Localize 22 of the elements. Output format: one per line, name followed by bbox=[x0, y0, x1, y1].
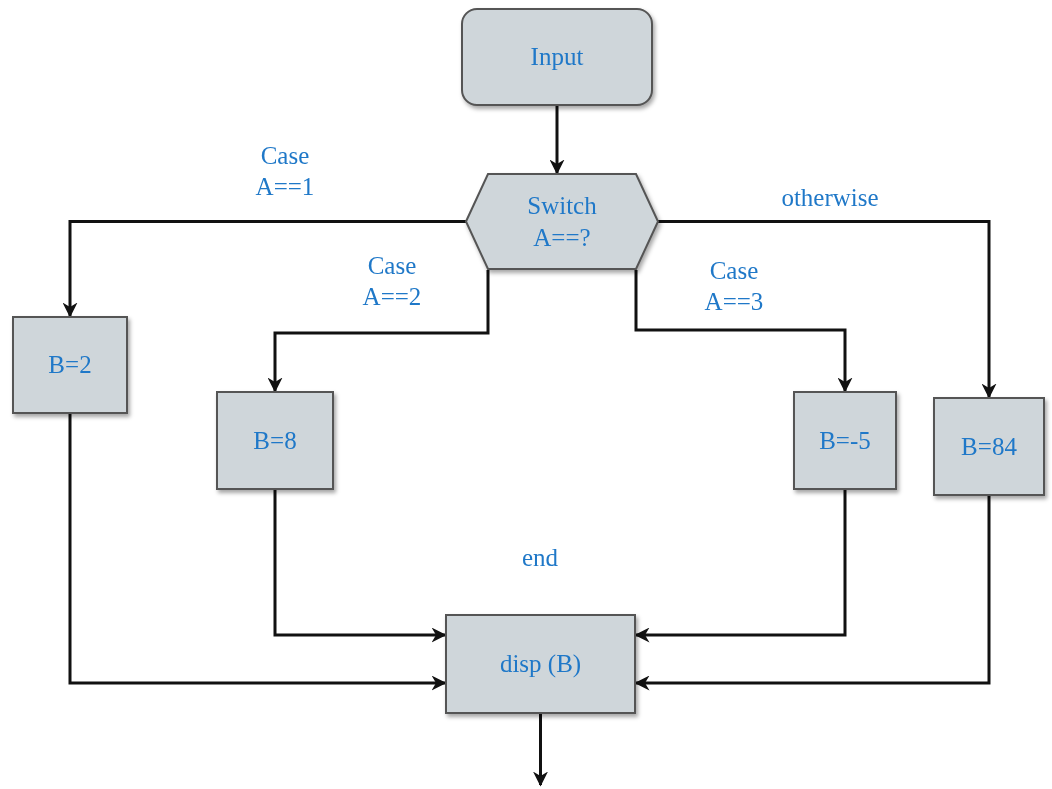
node-label: B=84 bbox=[961, 431, 1017, 462]
arrow bbox=[549, 106, 565, 175]
arrow bbox=[68, 414, 447, 691]
node-label: B=-5 bbox=[819, 425, 871, 456]
process-box bbox=[445, 614, 636, 714]
node-label: B=2 bbox=[48, 350, 92, 381]
arrow bbox=[273, 490, 447, 643]
process-box bbox=[793, 391, 897, 490]
arrow bbox=[634, 270, 853, 393]
arrow bbox=[267, 270, 490, 393]
node-label: disp (B) bbox=[499, 649, 582, 680]
arrow bbox=[658, 220, 997, 399]
node-label: B=8 bbox=[253, 425, 297, 456]
arrow bbox=[533, 714, 548, 787]
arrow bbox=[62, 220, 466, 318]
process-box bbox=[216, 391, 334, 490]
node-label: Input bbox=[530, 42, 584, 73]
start-box bbox=[461, 8, 653, 106]
decision-hexagon bbox=[466, 173, 658, 270]
node-label: Switch A==? bbox=[526, 191, 598, 253]
process-box bbox=[933, 397, 1045, 496]
process-box bbox=[12, 316, 128, 414]
